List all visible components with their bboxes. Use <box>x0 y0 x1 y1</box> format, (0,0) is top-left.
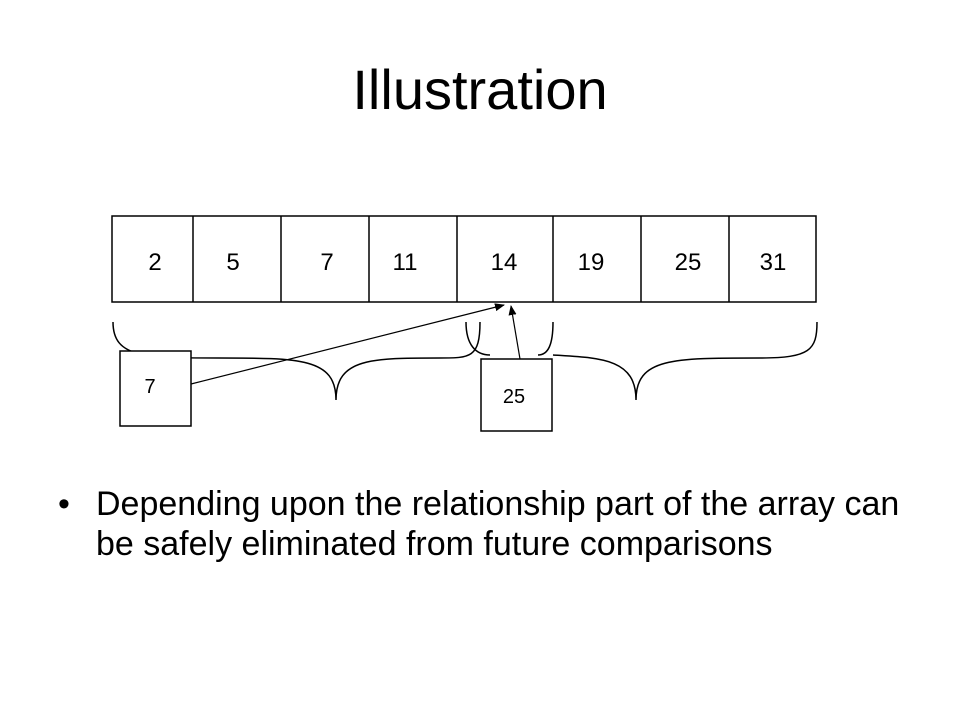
bullet-marker: • <box>58 485 70 523</box>
search-key-box-7 <box>119 350 192 427</box>
arrow-from-25 <box>508 305 521 360</box>
array-value: 31 <box>760 249 787 276</box>
right-partition-brace <box>552 321 818 401</box>
search-key-value: 7 <box>144 376 155 398</box>
array-value: 11 <box>393 249 418 276</box>
middle-partition-brace <box>465 321 554 356</box>
array-box <box>111 215 817 303</box>
slide-title: Illustration <box>352 58 608 121</box>
array-value: 25 <box>675 249 702 276</box>
search-key-value: 25 <box>503 386 525 408</box>
array-value: 5 <box>226 249 239 276</box>
array-value: 2 <box>148 249 161 276</box>
arrow-from-7 <box>190 303 505 385</box>
array-value: 7 <box>320 249 333 276</box>
bullet-point: • Depending upon the relationship part o… <box>58 484 918 564</box>
search-key-box-25 <box>480 358 553 432</box>
array-value: 14 <box>491 249 518 276</box>
bullet-text: Depending upon the relationship part of … <box>96 485 900 563</box>
array-value: 19 <box>578 249 605 276</box>
